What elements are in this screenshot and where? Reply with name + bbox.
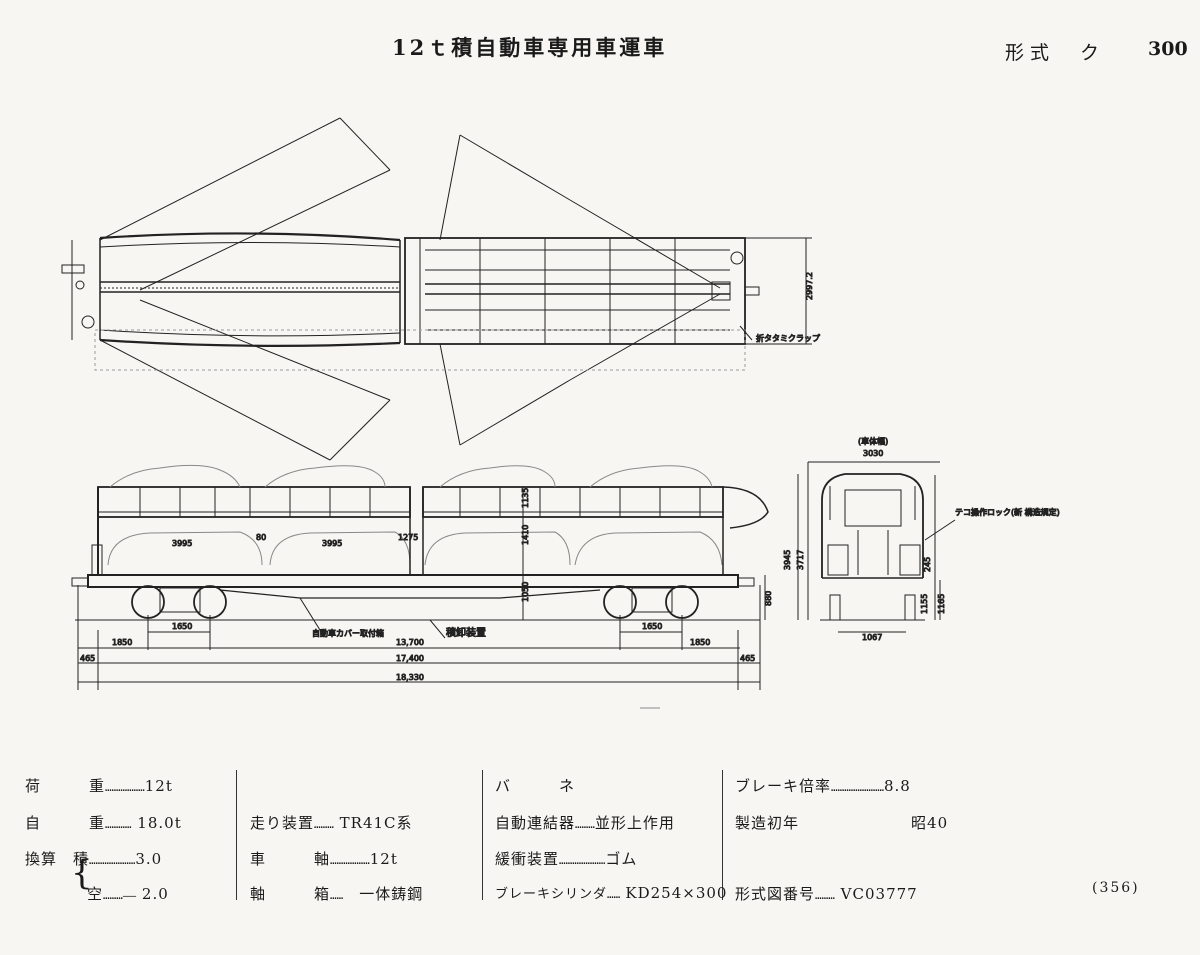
spec-buffer: 緩衝装置…………………ゴム xyxy=(495,850,638,868)
spec-divider-3 xyxy=(722,770,723,900)
spec-brake-cylinder: ブレーキシリンダ…… KD254×300 xyxy=(495,884,728,902)
h-880: 880 xyxy=(764,591,773,606)
callout-side: テコ操作ロック(新 構造規定) xyxy=(955,507,1060,517)
spec-divider-1 xyxy=(236,770,237,900)
width-dim-label: 2997.2 xyxy=(805,272,814,300)
page-number: (356) xyxy=(1092,880,1140,896)
spec-axlebox: 軸 箱…… 一体鋳鋼 xyxy=(250,885,424,903)
conversion-brace: { xyxy=(71,853,93,893)
spec-running-gear: 走り装置……… TR41C系 xyxy=(250,814,413,832)
car-len-2: 3995 xyxy=(322,539,342,548)
form-number: 300 xyxy=(1148,38,1188,60)
spec-coupler: 自動連結器………並形上作用 xyxy=(495,814,675,832)
bogie-1: 1650 xyxy=(172,622,192,631)
spec-load: 荷 重………………12t xyxy=(25,777,173,795)
callout-loading: 積卸装置 xyxy=(446,626,486,639)
gap-1: 80 xyxy=(256,533,266,542)
side-view xyxy=(71,464,769,709)
w-1067: 1067 xyxy=(862,633,882,642)
h-1410: 1410 xyxy=(521,525,530,545)
h-245: 245 xyxy=(923,557,932,572)
car-len-1: 3995 xyxy=(172,539,192,548)
spec-brake-ratio: ブレーキ倍率……………………8.8 xyxy=(735,777,911,795)
spec-first-built: 製造初年 昭40 xyxy=(735,814,949,832)
front-width-note: (車体幅) xyxy=(858,436,888,446)
callout-cover: 自動車カバー取付箱 xyxy=(312,628,384,638)
spec-drawing-number: 形式図番号……… VC03777 xyxy=(735,885,918,903)
front-width: 3030 xyxy=(863,449,883,458)
bogie-2: 1650 xyxy=(642,622,662,631)
dim-18330: 18,330 xyxy=(396,673,424,682)
spec-divider-2 xyxy=(482,770,483,900)
end-view xyxy=(797,461,956,633)
dim-17400: 17,400 xyxy=(396,654,424,663)
h-3717: 3717 xyxy=(796,550,805,570)
spec-conv-loaded: 換算 積…………………3.0 xyxy=(25,850,163,868)
spec-axle: 車 軸………………12t xyxy=(250,850,398,868)
drawing-title: 12ｔ積自動車専用車運車 xyxy=(392,35,668,60)
h-3945: 3945 xyxy=(783,550,792,570)
h-1050: 1050 xyxy=(521,582,530,602)
dim-13700: 13,700 xyxy=(396,638,424,647)
end-2: 1850 xyxy=(690,638,710,647)
end-1: 1850 xyxy=(112,638,132,647)
gap-2: 1275 xyxy=(398,533,418,542)
spec-conv-empty: 空………—— 2.0 xyxy=(87,885,169,903)
folding-clamp-label: 折タタミクラップ xyxy=(756,333,820,343)
h-1165: 1165 xyxy=(937,594,946,614)
plan-view xyxy=(61,117,812,461)
spec-spring: バ ネ xyxy=(495,777,576,795)
dim-465a: 465 xyxy=(80,654,95,663)
form-label: 形式 ク xyxy=(1005,42,1106,64)
h-1135: 1135 xyxy=(521,488,530,508)
h-1155: 1155 xyxy=(920,594,929,614)
spec-tare: 自 重………… 18.0t xyxy=(25,814,182,832)
dim-465b: 465 xyxy=(740,654,755,663)
